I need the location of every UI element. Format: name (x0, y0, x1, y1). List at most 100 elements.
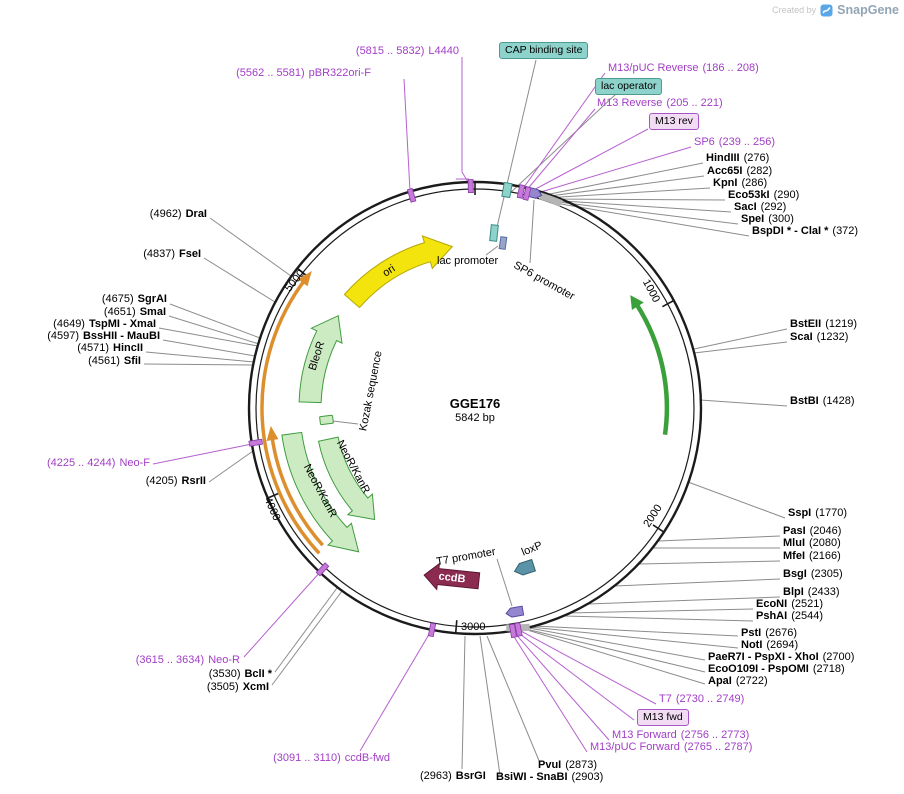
enzyme-position: (2700) (822, 651, 855, 663)
enzyme-name: PstI (741, 627, 762, 639)
enzyme-position: (300) (768, 213, 794, 225)
enzyme-label: Eco53kI(290) (728, 189, 799, 202)
watermark: Created by SnapGene (772, 3, 899, 17)
enzyme-name: BsgI (783, 568, 807, 580)
primer-label: (3615 .. 3634)Neo-R (136, 654, 240, 667)
enzyme-name: SpeI (741, 213, 765, 225)
primer-label: (4225 .. 4244)Neo-F (47, 457, 150, 470)
enzyme-label: BlpI(2433) (783, 586, 840, 599)
enzyme-label: PvuI(2873) (538, 759, 597, 772)
enzyme-label: (4649)TspMI - XmaI (53, 318, 156, 331)
enzyme-position: (292) (760, 201, 787, 213)
enzyme-position: (276) (743, 152, 770, 164)
primer-position: (4225 .. 4244) (46, 457, 116, 469)
primer-name: Neo-R (208, 654, 240, 666)
enzyme-position: (4571) (77, 342, 110, 354)
primer-name: pBR322ori-F (308, 67, 371, 79)
enzyme-label: (3530)BclI * (209, 668, 272, 681)
enzyme-name: BsrGI (455, 770, 486, 782)
lac-operator-mark (501, 181, 513, 199)
enzyme-name: HincII (113, 342, 143, 354)
t7-promoter-mark (505, 605, 525, 618)
lac-promoter-mark (498, 236, 508, 250)
enzyme-name: BssHII - MauBI (82, 330, 160, 342)
enzyme-name: PasI (783, 525, 806, 537)
callout-lines (143, 59, 788, 776)
enzyme-position: (2694) (766, 639, 799, 651)
enzyme-label: MfeI(2166) (783, 550, 841, 563)
enzyme-name: BstBI (790, 395, 819, 407)
cap-binding-site-mark (489, 224, 499, 242)
enzyme-label: EcoNI(2521) (756, 598, 823, 611)
enzyme-name: RsrII (181, 475, 206, 487)
enzyme-name: EcoNI (756, 598, 788, 610)
primer-name: Neo-F (119, 457, 150, 469)
enzyme-position: (282) (746, 165, 773, 177)
enzyme-position: (286) (741, 177, 768, 189)
primer-position: (3615 .. 3634) (135, 654, 205, 666)
primer-name: L4440 (428, 45, 459, 57)
enzyme-label: NotI(2694) (741, 639, 798, 652)
enzyme-position: (372) (832, 225, 859, 237)
enzyme-label: (4561)SfiI (88, 355, 141, 368)
enzyme-position: (2676) (765, 627, 797, 639)
enzyme-name: TspMI - XmaI (88, 318, 156, 330)
primer-label: T7(2730 .. 2749) (659, 693, 744, 706)
enzyme-name: SacI (734, 201, 757, 213)
enzyme-position: (4675) (101, 293, 134, 305)
ori-arrow (343, 235, 454, 309)
enzyme-label: Acc65I(282) (707, 165, 772, 178)
enzyme-position: (2544) (791, 610, 823, 622)
enzyme-name: BsiWI - SnaBI (496, 771, 568, 783)
enzyme-label: BsiWI - SnaBI(2903) (496, 771, 603, 784)
cds-arc (630, 295, 670, 436)
enzyme-name: PaeR7I - PspXI - XhoI (708, 651, 819, 663)
scale-label-3000: 3000 (461, 621, 486, 633)
primer-label: (5815 .. 5832)L4440 (356, 45, 459, 58)
enzyme-label: (4962)DraI (150, 208, 207, 221)
enzyme-label: (3505)XcmI (207, 681, 269, 694)
ccdb-arrow (423, 562, 481, 591)
primer-name: SP6 (694, 136, 715, 148)
enzyme-label: PaeR7I - PspXI - XhoI(2700) (708, 651, 854, 664)
enzyme-position: (4597) (47, 330, 79, 342)
enzyme-name: EcoO109I - PspOMI (708, 663, 809, 675)
enzyme-name: ApaI (708, 675, 732, 687)
primer-label: M13/pUC Reverse(186 .. 208) (608, 62, 759, 75)
enzyme-position: (2521) (791, 598, 823, 610)
enzyme-label: ApaI(2722) (708, 675, 768, 688)
enzyme-label: SacI(292) (734, 201, 786, 214)
primer-label: M13 Forward(2756 .. 2773) (612, 729, 749, 742)
enzyme-position: (1770) (815, 507, 848, 519)
enzyme-label: EcoO109I - PspOMI(2718) (708, 663, 845, 676)
enzyme-position: (2718) (812, 663, 845, 675)
enzyme-name: SspI (788, 507, 812, 519)
enzyme-label: HindIII(276) (706, 152, 769, 165)
enzyme-label: KpnI(286) (713, 177, 767, 190)
enzyme-label: BstBI(1428) (790, 395, 855, 408)
enzyme-position: (4837) (143, 248, 175, 260)
snapgene-logo-icon (820, 4, 833, 17)
enzyme-position: (2046) (809, 525, 842, 537)
enzyme-position: (2722) (735, 675, 768, 687)
primer-name: M13 Forward (612, 729, 677, 741)
enzyme-name: BlpI (783, 586, 804, 598)
enzyme-position: (2080) (809, 537, 841, 549)
loxp-arrow (513, 558, 537, 576)
primer-label: M13/pUC Forward(2765 .. 2787) (590, 741, 752, 754)
enzyme-name: XcmI (242, 681, 269, 693)
enzyme-name: PshAI (756, 610, 788, 622)
primer-position: (239 .. 256) (718, 136, 776, 148)
enzyme-name: BspDI * - ClaI * (752, 225, 829, 237)
enzyme-name: DraI (185, 208, 207, 220)
enzyme-position: (4205) (145, 475, 178, 487)
enzyme-name: HindIII (706, 152, 740, 164)
enzyme-label: (4675)SgrAI (102, 293, 167, 306)
enzyme-position: (3530) (208, 668, 241, 680)
plasmid-name: GGE176 (449, 396, 501, 411)
enzyme-name: Eco53kI (728, 189, 770, 201)
scale-ticks (267, 182, 675, 634)
primer-label: SP6(239 .. 256) (694, 136, 775, 149)
